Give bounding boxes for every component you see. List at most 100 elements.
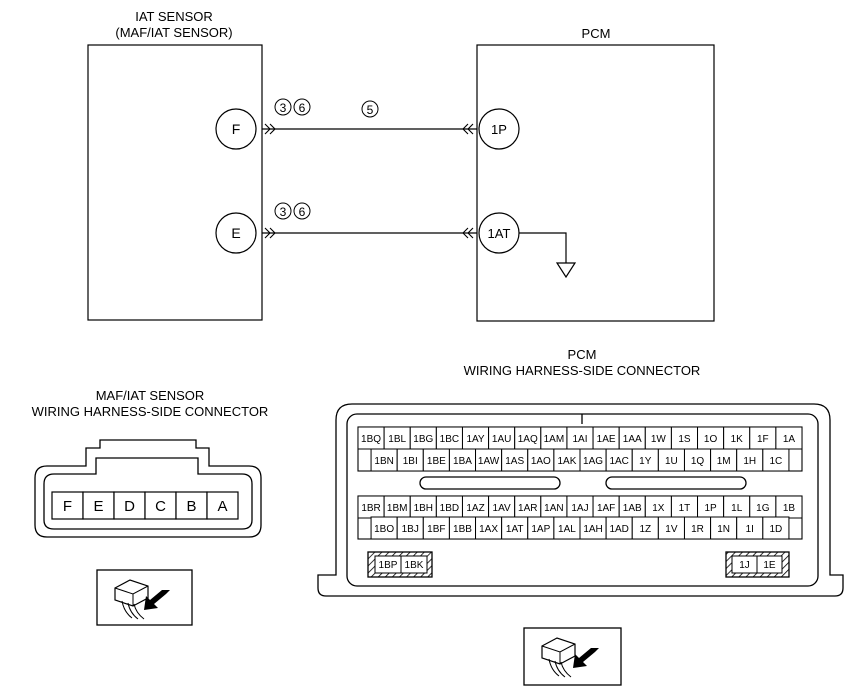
pcm-connector-pin-label: 1AK bbox=[557, 456, 576, 467]
pcm-connector-pin-label: 1M bbox=[717, 456, 731, 467]
sensor-terminal-e-label: E bbox=[231, 225, 240, 241]
pcm-connector-pin-label: 1P bbox=[704, 503, 717, 514]
pcm-connector-pin-label: 1AP bbox=[531, 524, 550, 535]
pcm-connector-pin-label: 1BO bbox=[374, 524, 394, 535]
pcm-connector-pin-label: 1AW bbox=[478, 456, 500, 467]
pcm-connector-pin-label: 1AG bbox=[583, 456, 603, 467]
pcm-pin-1j: 1J bbox=[739, 560, 750, 571]
pcm-connector-pin-label: 1AI bbox=[572, 434, 587, 445]
pcm-connector-pin-label: 1AS bbox=[505, 456, 524, 467]
pcm-connector-pin-label: 1AA bbox=[623, 434, 642, 445]
pcm-connector-pin-label: 1BL bbox=[388, 434, 406, 445]
pcm-pin-1bk: 1BK bbox=[405, 560, 424, 571]
wire-1-mark-6: 6 bbox=[293, 98, 311, 116]
pcm-connector-pin-label: 1AQ bbox=[518, 434, 538, 445]
pcm-connector-pin-label: 1BJ bbox=[402, 524, 419, 535]
sensor-title-line2: (MAF/IAT SENSOR) bbox=[115, 25, 232, 40]
sensor-connector-pin-label: E bbox=[93, 498, 103, 515]
pcm-connector-pin-cell bbox=[762, 448, 790, 472]
ground-icon bbox=[519, 232, 577, 279]
pcm-title: PCM bbox=[582, 26, 611, 41]
pcm-box bbox=[476, 44, 715, 322]
wire-2-mark-3: 3 bbox=[274, 202, 292, 220]
wire-2-mark-6: 6 bbox=[293, 202, 311, 220]
pcm-connector-pin-label: 1B bbox=[783, 503, 796, 514]
sensor-connector-pin-label: A bbox=[217, 498, 227, 515]
pcm-pin-1bp: 1BP bbox=[379, 560, 398, 571]
sensor-connector-pin-label: C bbox=[155, 498, 166, 515]
pcm-connector-pin-label: 1N bbox=[717, 524, 730, 535]
pcm-connector-pin-label: 1AJ bbox=[571, 503, 588, 514]
sensor-connector-pin-cell bbox=[51, 491, 84, 520]
pcm-connector-pin-label: 1AX bbox=[479, 524, 498, 535]
sensor-title-line1: IAT SENSOR bbox=[135, 9, 213, 24]
pcm-connector-pin-label: 1O bbox=[704, 434, 718, 445]
pcm-connector-pin-label: 1BD bbox=[440, 503, 459, 514]
sensor-connector-pin-label: B bbox=[186, 498, 196, 515]
svg-text:3: 3 bbox=[280, 101, 287, 115]
pcm-connector-pin-label: 1H bbox=[743, 456, 756, 467]
pcm-connector-pin-label: 1BF bbox=[427, 524, 445, 535]
sensor-connector-pin-label: F bbox=[63, 498, 72, 515]
pcm-connector-pin-label: 1BH bbox=[414, 503, 433, 514]
pcm-connector-pin-label: 1I bbox=[746, 524, 754, 535]
sensor-terminal-e bbox=[215, 212, 257, 254]
pcm-connector-pin-label: 1AR bbox=[518, 503, 537, 514]
pcm-connector-pin-label: 1AE bbox=[597, 434, 616, 445]
pcm-connector-pin-label: 1AU bbox=[492, 434, 511, 445]
connector-chevron-icon bbox=[264, 123, 474, 135]
svg-text:6: 6 bbox=[299, 101, 306, 115]
pcm-connector-pin-label: 1A bbox=[783, 434, 796, 445]
pcm-connector-pin-label: 1W bbox=[651, 434, 667, 445]
pcm-power-pins-left: 1BP 1BK bbox=[367, 551, 433, 578]
pcm-connector-pin-cell bbox=[762, 516, 790, 540]
pcm-terminal-1at-label: 1AT bbox=[488, 226, 511, 241]
pcm-connector-pin-label: 1F bbox=[757, 434, 769, 445]
pcm-connector-pin-label: 1BN bbox=[374, 456, 393, 467]
pcm-connector-pin-label: 1R bbox=[691, 524, 704, 535]
connector-chevron-icon bbox=[264, 227, 474, 239]
pcm-terminal-1p bbox=[478, 108, 520, 150]
sensor-connector-title-line2: WIRING HARNESS-SIDE CONNECTOR bbox=[32, 404, 269, 419]
pcm-connector-pin-label: 1K bbox=[731, 434, 744, 445]
svg-text:6: 6 bbox=[299, 205, 306, 219]
pcm-connector-title-line2: WIRING HARNESS-SIDE CONNECTOR bbox=[464, 363, 701, 378]
pcm-connector-pin-label: 1S bbox=[678, 434, 691, 445]
sensor-terminal-f-label: F bbox=[232, 121, 241, 137]
pcm-connector-pin-label: 1V bbox=[665, 524, 678, 535]
pcm-connector-pin-label: 1Z bbox=[639, 524, 651, 535]
pcm-connector-pin-label: 1T bbox=[679, 503, 691, 514]
pcm-connector-pin-label: 1AO bbox=[531, 456, 551, 467]
pcm-connector-pin-label: 1AL bbox=[558, 524, 576, 535]
sensor-terminal-f bbox=[215, 108, 257, 150]
pcm-pin-1e: 1E bbox=[763, 560, 776, 571]
pcm-connector-pin-label: 1BR bbox=[361, 503, 380, 514]
pcm-connector-pin-label: 1U bbox=[665, 456, 678, 467]
pcm-connector-pin-label: 1AZ bbox=[466, 503, 484, 514]
pcm-connector-pin-label: 1BM bbox=[387, 503, 408, 514]
pcm-connector-pin-label: 1AH bbox=[583, 524, 602, 535]
iat-sensor-box bbox=[87, 44, 263, 321]
connector-view-icon bbox=[96, 569, 193, 626]
pcm-connector-pin-label: 1BC bbox=[440, 434, 459, 445]
pcm-connector-pin-label: 1BB bbox=[453, 524, 472, 535]
pcm-connector-pin-label: 1AD bbox=[609, 524, 628, 535]
sensor-connector-pin-cell bbox=[206, 491, 239, 520]
pcm-connector-pin-label: 1C bbox=[769, 456, 782, 467]
wire-1-mark-3: 3 bbox=[274, 98, 292, 116]
pcm-connector-pin-label: 1BA bbox=[453, 456, 472, 467]
pcm-connector-pin-label: 1AM bbox=[544, 434, 565, 445]
pcm-connector-title-line1: PCM bbox=[568, 347, 597, 362]
sensor-connector-housing bbox=[34, 439, 262, 538]
pcm-connector-pin-label: 1AT bbox=[506, 524, 524, 535]
pcm-connector-pin-label: 1G bbox=[756, 503, 770, 514]
pcm-connector-pin-label: 1D bbox=[769, 524, 782, 535]
pcm-connector-pin-label: 1Q bbox=[691, 456, 705, 467]
sensor-connector-title-line1: MAF/IAT SENSOR bbox=[96, 388, 205, 403]
pcm-connector-pin-label: 1AV bbox=[493, 503, 511, 514]
pcm-connector-pin-label: 1AB bbox=[623, 503, 642, 514]
pcm-connector-pin-label: 1AN bbox=[544, 503, 563, 514]
